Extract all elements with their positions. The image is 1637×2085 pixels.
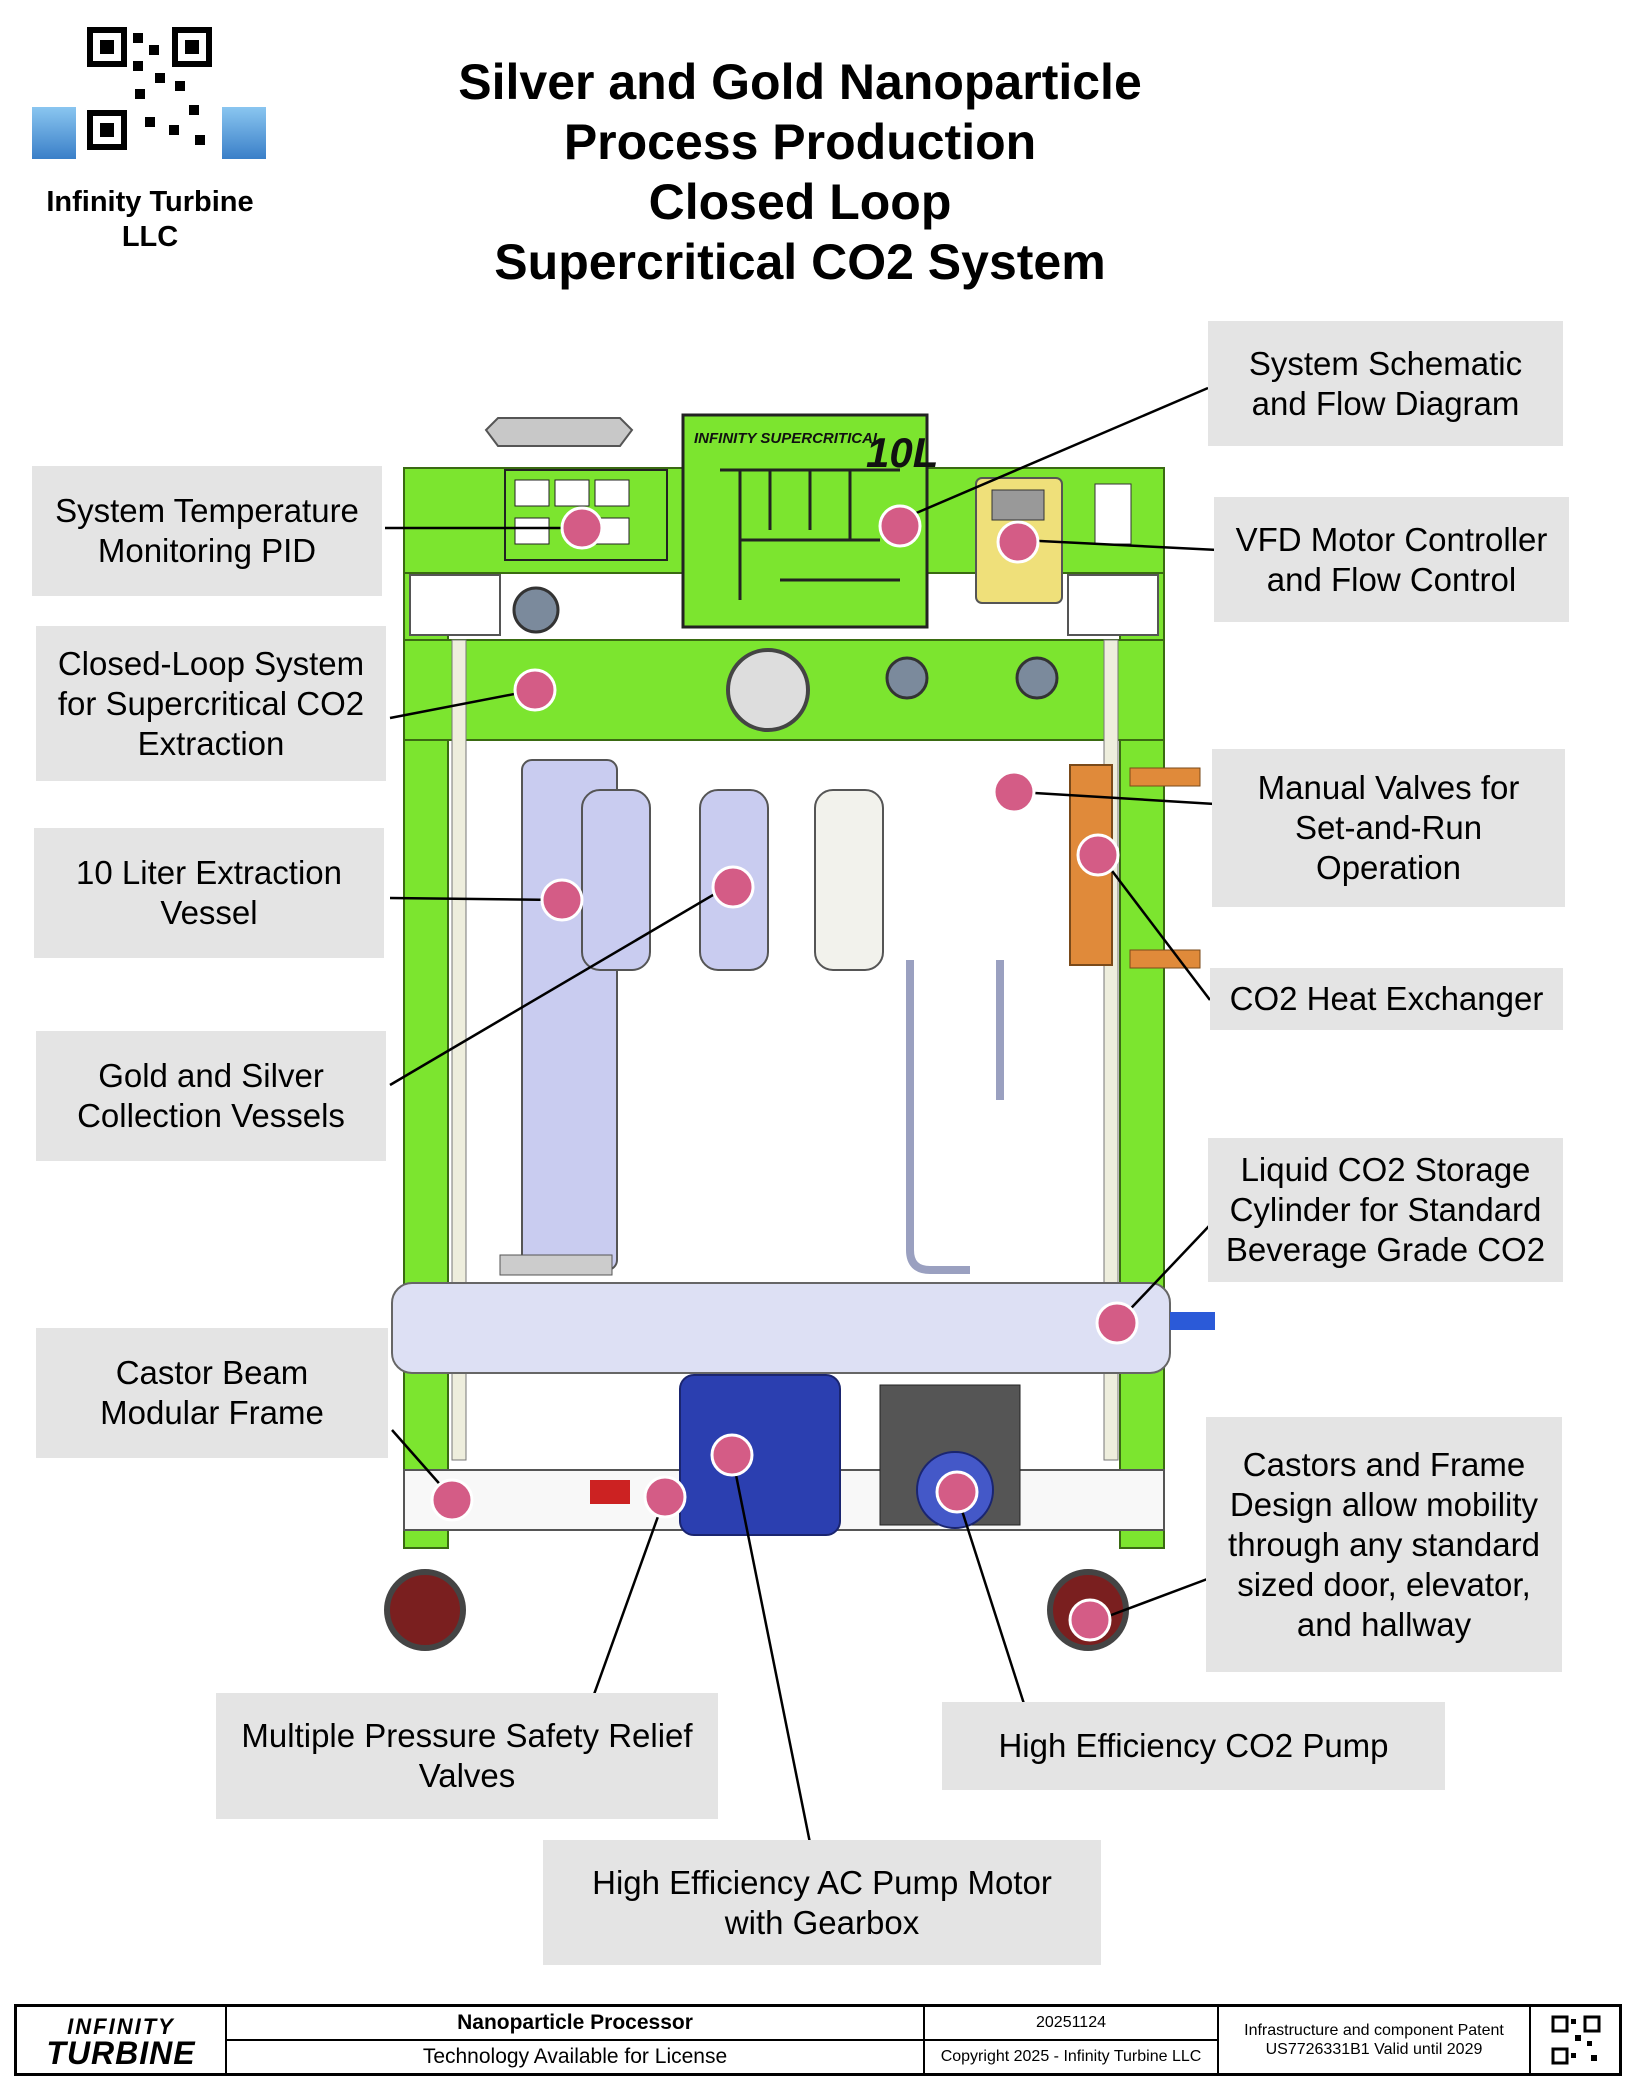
marker: [878, 504, 922, 548]
footer-divider: [225, 2007, 227, 2073]
company-logo: Infinity Turbine LLC: [30, 25, 270, 253]
marker: [560, 506, 604, 550]
marker: [711, 865, 755, 909]
footer-divider: [227, 2039, 1217, 2041]
frame-slot: [1067, 574, 1159, 636]
pid-display: [554, 479, 590, 507]
power-switch: [1094, 483, 1132, 545]
footer-qr-code-icon: [1551, 2015, 1601, 2065]
marker: [1068, 1598, 1112, 1642]
leader-lines: [385, 386, 1219, 1844]
footer-date-code: 20251124: [1036, 2014, 1106, 2031]
cylinder-valve: [1170, 1312, 1215, 1330]
marker: [935, 1470, 979, 1514]
co2-storage-cylinder: [391, 1282, 1171, 1374]
pid-display: [514, 479, 550, 507]
marker: [1076, 833, 1120, 877]
marker: [710, 1433, 754, 1477]
machine-badge-text: INFINITY SUPERCRITICAL: [694, 430, 882, 447]
support-tube: [451, 639, 467, 1461]
ac-pump-motor: [679, 1374, 841, 1536]
footer-divider: [1529, 2007, 1531, 2073]
footer-product-title: Nanoparticle Processor: [457, 2011, 693, 2034]
solar-panel-icon: [222, 107, 266, 159]
castor-wheel: [384, 1569, 466, 1651]
callout-co2-pump: High Efficiency CO2 Pump: [942, 1702, 1445, 1790]
frame-slot: [409, 574, 501, 636]
marker: [1095, 1301, 1139, 1345]
heat-exchanger-port: [1129, 949, 1201, 969]
markers: [430, 504, 1139, 1642]
pressure-gauge: [885, 656, 929, 700]
footer-divider: [923, 2007, 925, 2073]
mfs-badge: [726, 648, 810, 732]
page-title: Silver and Gold Nanoparticle Process Pro…: [458, 54, 1142, 290]
footer-title-block: INFINITY TURBINE Nanoparticle Processor …: [14, 2004, 1622, 2076]
footer-copyright: Copyright 2025 - Infinity Turbine LLC: [940, 2048, 1202, 2065]
pid-display: [514, 517, 550, 545]
footer-patent: Infrastructure and component Patent US77…: [1244, 2022, 1504, 2058]
marker: [513, 668, 557, 712]
marker: [540, 878, 584, 922]
machine-size-text: 10L: [866, 429, 938, 476]
tubing: [906, 960, 970, 1274]
marker: [992, 770, 1036, 814]
vfd-display: [991, 489, 1045, 521]
footer-license: Technology Available for License: [422, 2045, 728, 2068]
collection-vessel: [581, 789, 651, 971]
footer-brand: INFINITY TURBINE: [46, 2014, 196, 2071]
vessel-cap: [484, 417, 634, 447]
marker: [430, 1478, 474, 1522]
company-name: Infinity Turbine LLC: [46, 186, 254, 253]
schematic-lines: [720, 468, 900, 600]
relief-valve: [590, 1480, 630, 1504]
heat-exchanger-port: [1129, 767, 1201, 787]
footer-divider: [1217, 2007, 1219, 2073]
qr-code-icon: [85, 25, 215, 153]
pid-display: [594, 479, 630, 507]
marker: [996, 520, 1040, 564]
solar-panel-icon: [32, 107, 76, 159]
collection-vessel: [814, 789, 884, 971]
callout-heat-exchanger: CO2 Heat Exchanger: [1210, 968, 1563, 1030]
vessel-base: [499, 1254, 613, 1276]
pressure-gauge: [1015, 656, 1059, 700]
pressure-gauge: [512, 586, 560, 634]
marker: [643, 1475, 687, 1519]
